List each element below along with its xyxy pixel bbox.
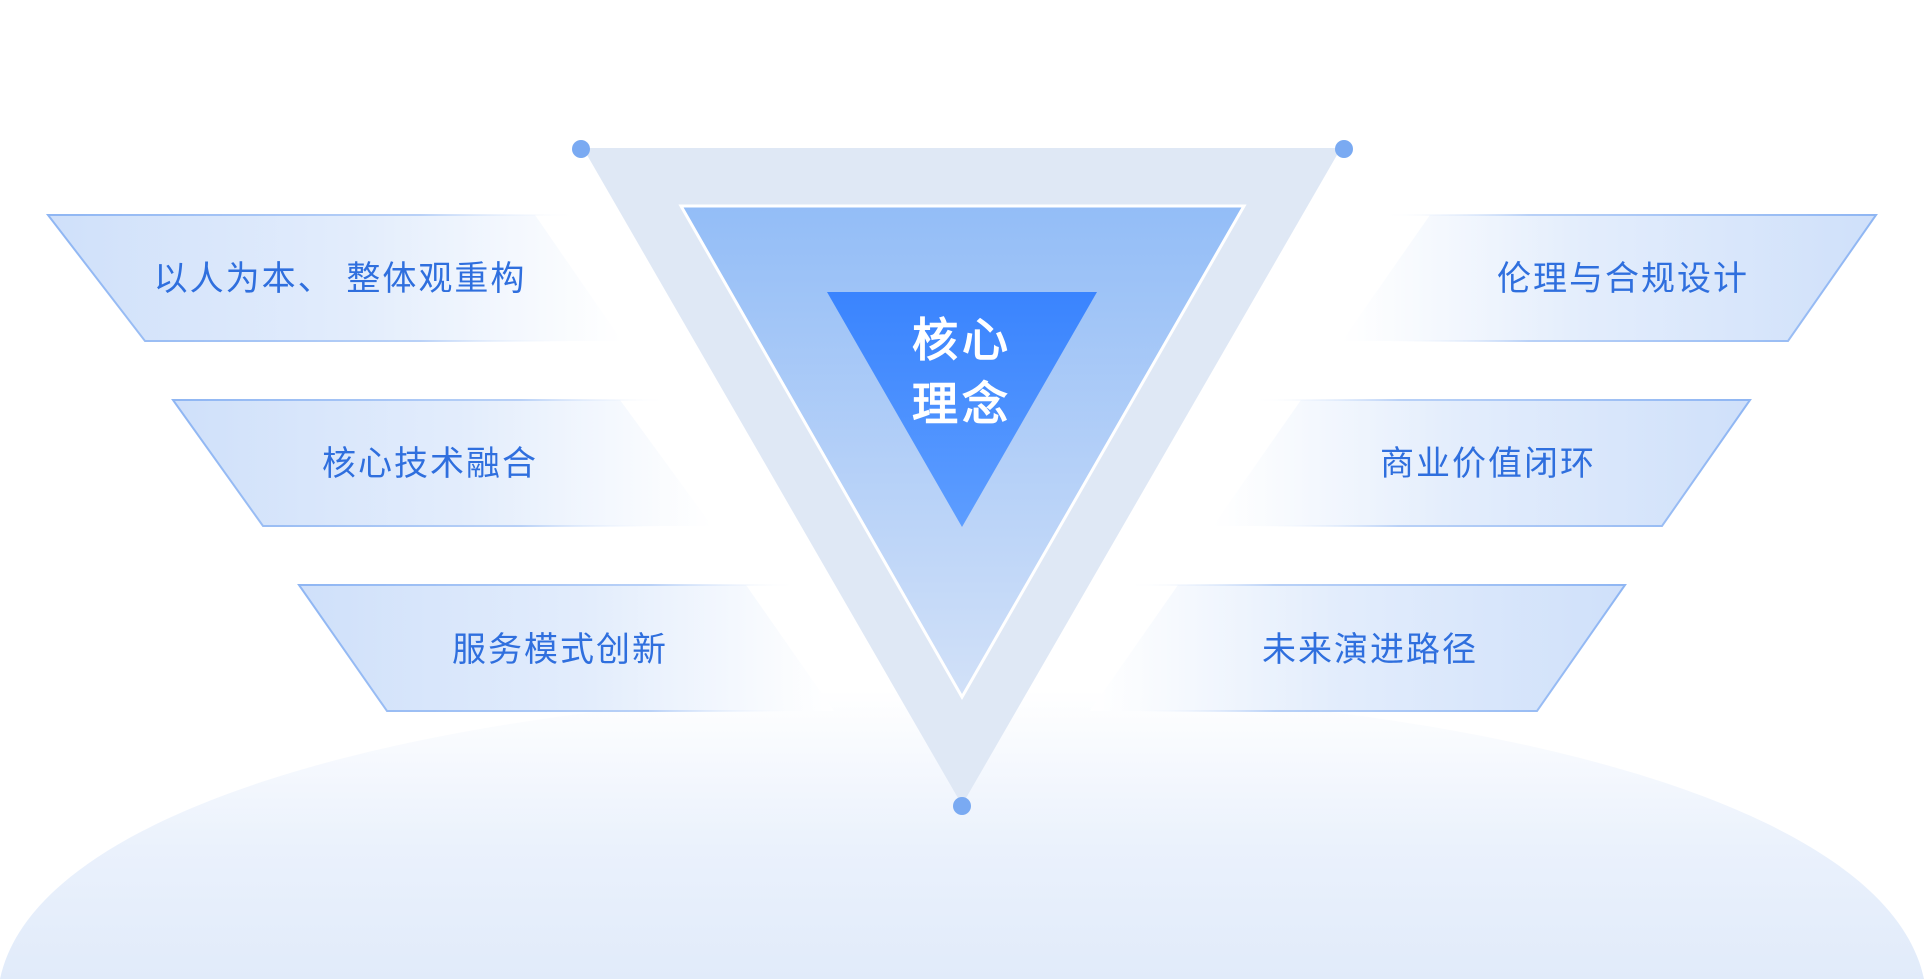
left-panel-2: 核心技术融合 — [171, 399, 712, 527]
left-panel-3-label: 服务模式创新 — [452, 630, 668, 670]
right-panel-2-label: 商业价值闭环 — [1380, 444, 1596, 484]
corner-dot-top-left — [572, 140, 590, 158]
left-panel-3: 服务模式创新 — [297, 584, 834, 712]
corner-dot-top-right — [1335, 140, 1353, 158]
right-panel-1: 伦理与合规设计 — [1342, 214, 1878, 342]
background-mound — [0, 690, 1924, 979]
right-panel-1-label: 伦理与合规设计 — [1497, 259, 1749, 299]
right-panel-3: 未来演进路径 — [1090, 584, 1627, 712]
core-title-line2: 理念 — [912, 377, 1012, 431]
core-triangle — [827, 292, 1097, 527]
right-panel-3-label: 未来演进路径 — [1262, 630, 1478, 670]
core-title-line1: 核心 — [912, 313, 1012, 367]
left-panel-1-label: 以人为本、 整体观重构 — [154, 259, 527, 299]
left-panel-1: 以人为本、 整体观重构 — [45, 214, 622, 342]
corner-dot-bottom — [953, 797, 971, 815]
right-panel-2: 商业价值闭环 — [1213, 399, 1752, 527]
left-panel-2-label: 核心技术融合 — [322, 444, 538, 484]
